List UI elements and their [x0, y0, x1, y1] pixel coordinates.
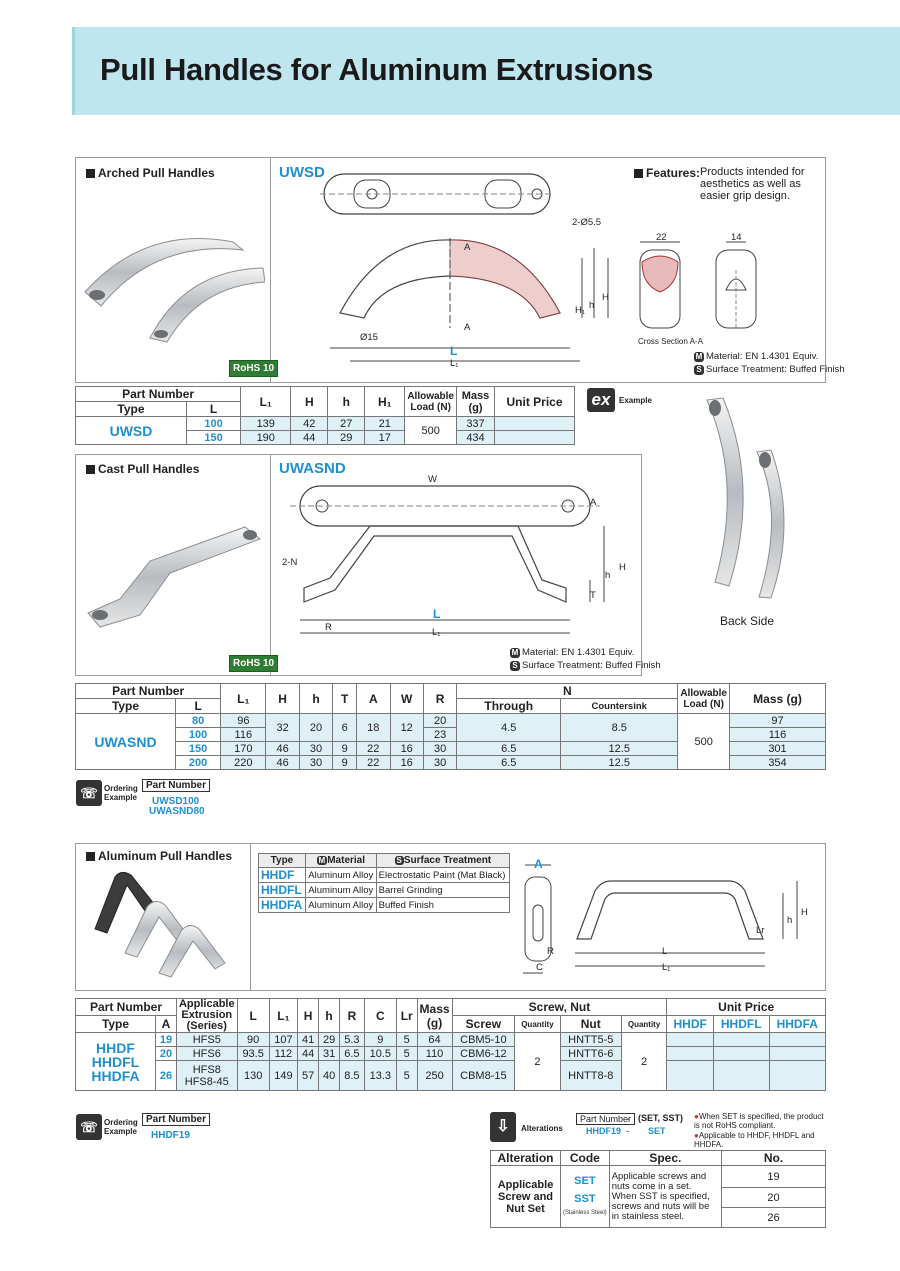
hhdf-drawing — [523, 864, 798, 974]
uwsd-surface: Surface Treatment: Buffed Finish — [706, 364, 845, 375]
rohs-badge: RoHS 10 — [229, 360, 279, 377]
cross-section-drawing — [639, 241, 757, 330]
uwsd-material: Material: EN 1.4301 Equiv. — [706, 351, 819, 362]
uwsd-drawing — [320, 173, 609, 362]
uwasnd-drawing — [290, 485, 605, 634]
arched-section-title: Arched Pull Handles — [86, 166, 215, 180]
table-row: 20 — [491, 1187, 826, 1208]
cross-section-label: Cross Section A-A — [638, 337, 703, 346]
table-row: UWSD 100 139 42 27 21 500 337 — [75, 416, 575, 445]
ex-icon: ex — [587, 388, 615, 412]
header-band — [72, 27, 900, 115]
aluminum-section-title: Aluminum Pull Handles — [86, 849, 232, 863]
ordering-icon: ☏ — [76, 780, 102, 806]
uwsd-spec-table: Part Number L₁ H h H₁ Allowable Load (N)… — [74, 386, 575, 445]
back-side-photo — [706, 397, 785, 599]
features-label: Features: — [634, 166, 700, 180]
table-row: 150 190 44 29 17 434 — [76, 430, 575, 445]
uwsd-L-label: L — [450, 344, 458, 358]
table-row: 26 — [491, 1207, 826, 1228]
table-row: UWASND 80 96 32 20 6 18 12 20 4.5 8.5 50… — [75, 713, 826, 770]
uwasnd-code: UWASND — [279, 460, 346, 477]
features-text: Products intended for aesthetics as well… — [700, 166, 805, 202]
alterations-icon: ⇩ — [490, 1112, 516, 1142]
alteration-table: Alteration Code Spec. No. Applicable Scr… — [490, 1150, 826, 1228]
cast-handle-photo — [87, 526, 261, 628]
uwsd-phi-dim: Ø15 — [360, 332, 378, 343]
table-row: 200 220 46 30 9 22 16 30 6.5 12.5 354 — [76, 755, 826, 770]
uwasnd-spec-table: Part Number L₁ H h T A W R N Allowable L… — [74, 683, 826, 770]
aluminum-handle-photo — [94, 871, 226, 978]
back-side-label: Back Side — [720, 614, 775, 628]
arched-handle-photo — [84, 238, 265, 343]
cast-section-title: Cast Pull Handles — [86, 462, 199, 476]
page-title: Pull Handles for Aluminum Extrusions — [100, 52, 654, 87]
ordering-icon: ☏ — [76, 1114, 102, 1140]
hhdf-spec-table: Part Number Applicable Extrusion (Series… — [75, 998, 826, 1091]
uwsd-hole-dim: 2-Ø5.5 — [572, 217, 602, 228]
table-row: 100 116 23 116 — [76, 727, 826, 742]
table-row: 150 170 46 30 9 22 16 30 6.5 12.5 301 — [76, 741, 826, 756]
uwsd-code: UWSD — [279, 164, 325, 181]
